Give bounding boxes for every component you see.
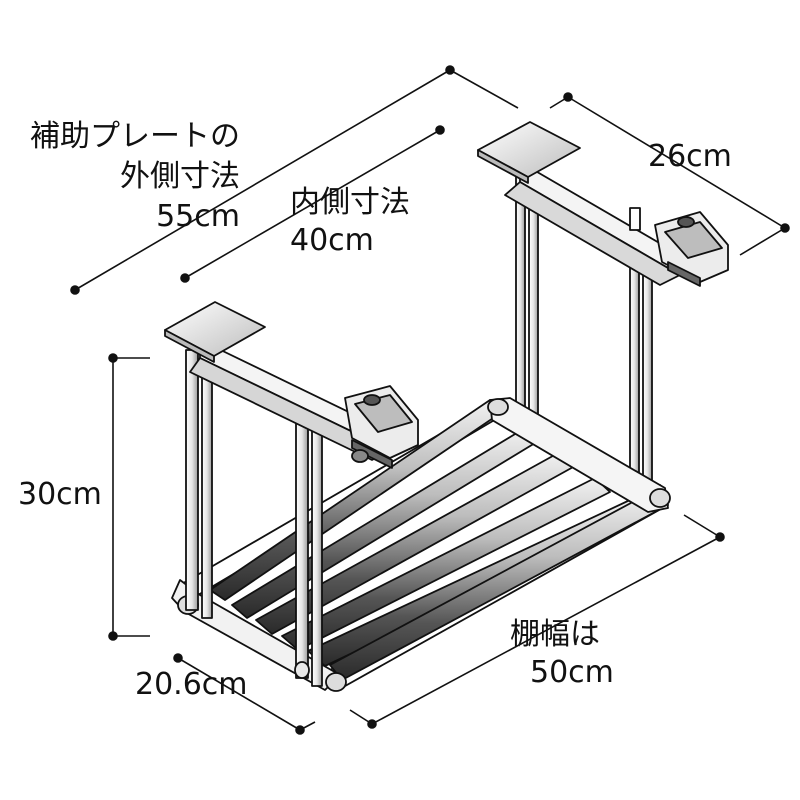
outer-width-label-line2: 外側寸法 — [120, 159, 240, 194]
depth-bottom-value: 20.6cm — [135, 667, 248, 702]
dimension-lines — [70, 65, 790, 735]
shelf-rods — [209, 399, 669, 681]
height-value: 30cm — [18, 477, 102, 512]
shelf-base — [171, 397, 671, 692]
inner-width-label: 内側寸法 — [290, 185, 410, 220]
shelf-width-label: 棚幅は — [510, 617, 600, 652]
dim-depth-bottom — [177, 657, 301, 731]
back-right-hanger — [477, 121, 729, 499]
outer-width-value: 55cm — [156, 199, 240, 234]
dim-inner-width — [184, 129, 441, 279]
inner-width-value: 40cm — [290, 223, 374, 258]
front-left-hanger — [164, 301, 419, 687]
dim-outer-width — [74, 69, 451, 291]
shelf-width-value: 50cm — [530, 655, 614, 690]
outer-width-label-line1: 補助プレートの — [30, 119, 240, 154]
depth-top-value: 26cm — [648, 139, 732, 174]
